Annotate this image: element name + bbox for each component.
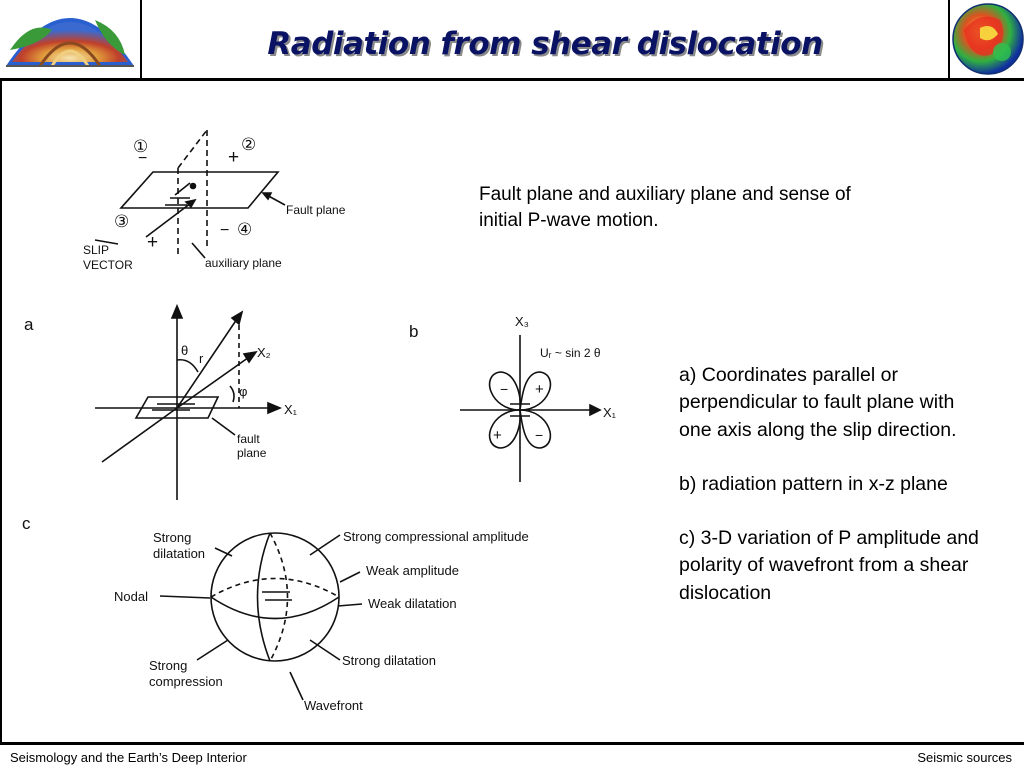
theta-label: θ: [181, 343, 188, 358]
caption-a: a) Coordinates parallel or perpendicular…: [679, 364, 957, 441]
panel-c-label: c: [22, 514, 31, 533]
fault-plane-label: Fault plane: [286, 203, 346, 217]
slide-footer: Seismology and the Earth’s Deep Interior…: [0, 745, 1024, 768]
quadrant-3-sign: +: [147, 232, 158, 253]
quadrant-1-label: ①: [133, 137, 148, 156]
footer-rule: [0, 742, 1024, 745]
caption-c: c) 3-D variation of P amplitude and pola…: [679, 527, 979, 604]
quadrant-1-sign: −: [138, 150, 147, 167]
strong-compressional-label: Strong compressional amplitude: [343, 529, 529, 544]
tomography-globe-icon: [948, 0, 1024, 78]
footer-course-title: Seismology and the Earth’s Deep Interior: [10, 750, 247, 765]
slip-label: SLIP: [83, 243, 109, 257]
weak-amplitude-label: Weak amplitude: [366, 563, 459, 578]
quadrant-2-label: ②: [241, 135, 256, 154]
panel-b-label: b: [409, 322, 418, 341]
formula-label: Uᵣ ~ sin 2 θ: [540, 346, 601, 360]
caption-b: b) radiation pattern in x-z plane: [679, 472, 948, 495]
lobe-lr-sign: −: [535, 427, 543, 443]
vector-label: VECTOR: [83, 258, 133, 272]
strong-compression-label-1: Strong: [149, 658, 187, 673]
strong-dilatation-label-2: dilatation: [153, 546, 205, 561]
panel-a-diagram: a θ r φ X₂ X₁ fau: [24, 303, 298, 500]
scanned-figure: ① − ② + ③ + − ④ Fault plane SLIP VE: [0, 81, 640, 742]
auxiliary-plane-label: auxiliary plane: [205, 256, 282, 270]
slide-header: Radiation from shear dislocation: [0, 0, 1024, 80]
panel-c-diagram: c Strong dilatation Strong compressional…: [22, 514, 529, 713]
wavefront-label: Wavefront: [304, 698, 363, 713]
lobe-ll-sign: +: [493, 427, 502, 444]
plane-label: plane: [237, 446, 267, 460]
strong-dilatation-lower-label: Strong dilatation: [342, 653, 436, 668]
header-rule: [0, 78, 1024, 81]
x1-axis-label: X₁: [284, 402, 298, 417]
phi-label: φ: [239, 384, 247, 399]
panel-a-label: a: [24, 315, 34, 334]
x2-axis-label: X₂: [257, 345, 271, 360]
x1-axis-label-b: X₁: [603, 405, 617, 420]
caption-list: a) Coordinates parallel or perpendicular…: [679, 362, 979, 634]
caption-top: Fault plane and auxiliary plane and sens…: [479, 184, 851, 231]
panel-b-diagram: b X₃ X₁ Uᵣ ~ sin 2 θ − + + −: [409, 314, 617, 482]
lobe-ul-sign: −: [500, 381, 508, 397]
quadrant-4-label: ④: [237, 220, 252, 239]
fault-label: fault: [237, 432, 260, 446]
quadrant-4-sign: −: [220, 222, 229, 239]
strong-dilatation-label-1: Strong: [153, 530, 191, 545]
earth-cutaway-icon: [0, 0, 142, 78]
weak-dilatation-label: Weak dilatation: [368, 596, 457, 611]
r-label: r: [199, 351, 204, 366]
strong-compression-label-2: compression: [149, 674, 223, 689]
left-border: [0, 81, 2, 742]
nodal-label: Nodal: [114, 589, 148, 604]
quadrant-3-label: ③: [114, 212, 129, 231]
fault-plane-diagram: ① − ② + ③ + − ④ Fault plane SLIP VE: [83, 129, 346, 272]
page-title: Radiation from shear dislocation: [267, 26, 823, 62]
x3-axis-label: X₃: [515, 314, 529, 329]
quadrant-2-sign: +: [228, 147, 239, 168]
lobe-ur-sign: +: [535, 381, 544, 398]
footer-section-title: Seismic sources: [917, 750, 1012, 765]
